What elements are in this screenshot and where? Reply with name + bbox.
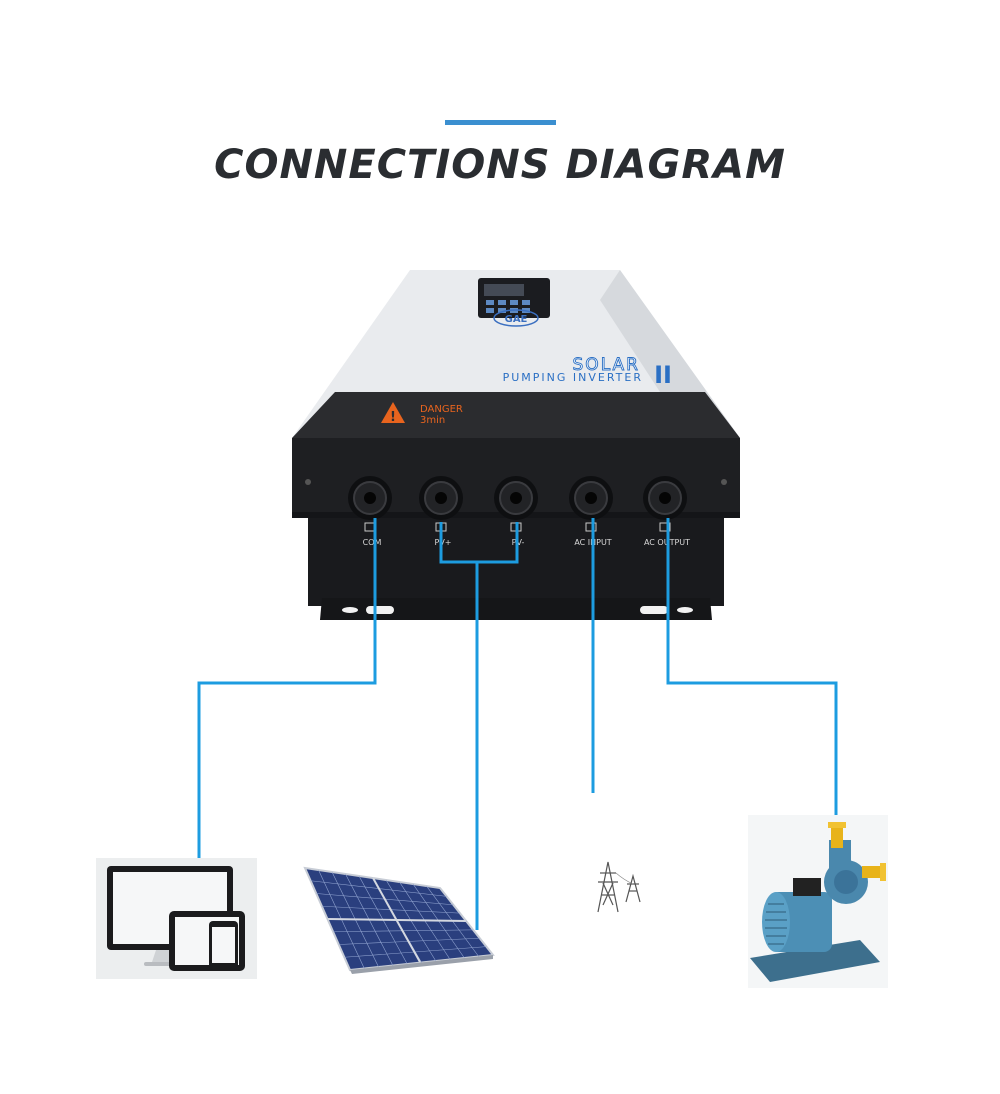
terminal-box [793, 878, 821, 896]
title-accent-rule [445, 120, 556, 125]
warning-text-line1: DANGER [420, 404, 463, 415]
ac-input-gland [569, 476, 613, 520]
ac-output-gland [643, 476, 687, 520]
product-name-line2: PUMPING INVERTER [503, 371, 643, 384]
water-pump-icon [748, 815, 888, 988]
lcd-screen [484, 284, 524, 296]
ac-output-connection-line [666, 518, 838, 815]
inverter-device: GAE SOLAR PUMPING INVERTER II ! DANGER 3… [292, 270, 740, 620]
power-tower-icon [597, 861, 641, 913]
com-connection-line [197, 518, 377, 858]
pv-pair-connection-line [439, 522, 519, 564]
product-name-line1: SOLAR [573, 355, 640, 375]
pv-minus-gland [494, 476, 538, 520]
pump-base [750, 940, 880, 982]
brand-logo: GAE [505, 314, 528, 325]
com-gland [348, 476, 392, 520]
inverter-dark-band [292, 392, 740, 438]
page-title: CONNECTIONS DIAGRAM [214, 142, 786, 188]
pv-plus-gland [419, 476, 463, 520]
port-label-pv-plus: PV+ [435, 538, 452, 547]
series-mark: II [654, 361, 672, 389]
inlet-fitting [831, 826, 843, 848]
motor-icon [659, 522, 671, 532]
power-tower-icon [585, 522, 597, 532]
port-label-com: COM [363, 538, 382, 547]
solar-panel-icon [303, 866, 495, 974]
mounting-bracket [320, 598, 712, 620]
cable-glands [348, 476, 687, 520]
connection-lines [197, 518, 838, 930]
computer-tablet-phone-icon [96, 858, 257, 979]
brand-logo-mark [493, 309, 539, 327]
svg-text:!: ! [390, 410, 396, 425]
warning-triangle-icon [381, 402, 405, 423]
warning-text-line2: 3min [420, 415, 445, 426]
outlet-fitting [862, 866, 884, 878]
